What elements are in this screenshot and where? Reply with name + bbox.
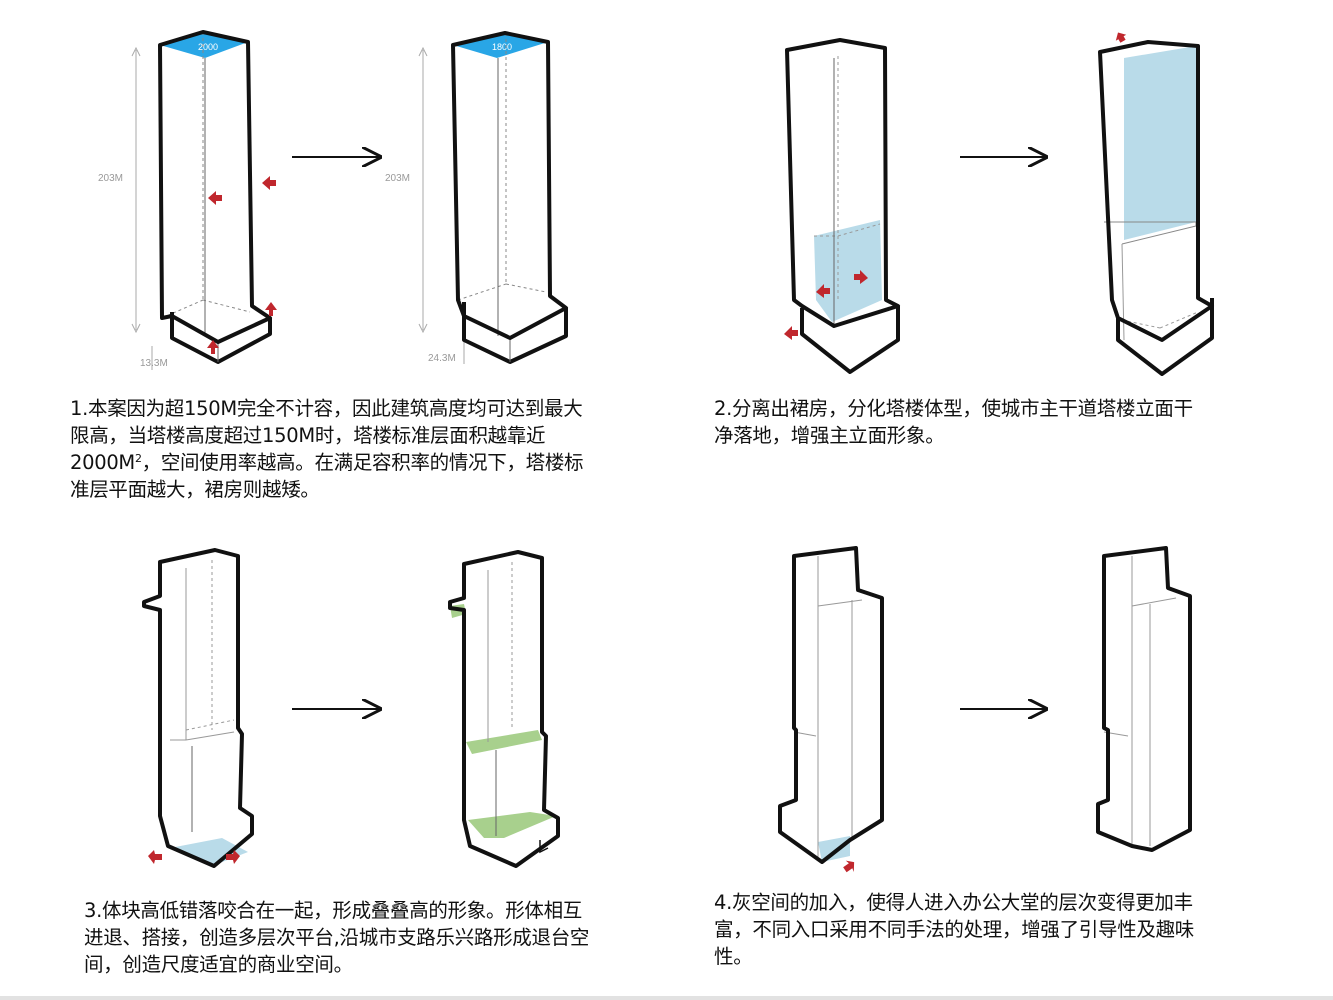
tower-inner-edges <box>1103 556 1177 846</box>
arrow-icon <box>843 860 855 873</box>
panel4-tower-before <box>778 546 884 873</box>
caption-1-line-1: 1.本案因为超150M完全不计容，因此建筑高度均可达到最大 <box>70 397 583 420</box>
caption-1-line-3a: 2000M <box>70 451 135 474</box>
caption-3-line-2: 进退、搭接，创造多层次平台,沿城市支路乐兴路形成退台空 <box>84 926 590 949</box>
arrow-icon <box>784 270 868 340</box>
caption-2-line-1: 2.分离出裙房，分化塔楼体型，使城市主干道塔楼立面干 <box>714 397 1193 420</box>
arrow-icon <box>1115 32 1127 43</box>
tower-outline <box>451 31 568 340</box>
tower-outline <box>142 548 254 868</box>
tower-front-edge <box>1121 243 1125 341</box>
tower-hidden-edges <box>161 32 251 319</box>
tower-height-label: 203M <box>385 173 410 184</box>
tower-outline <box>158 30 272 344</box>
caption-1-line-2: 限高，当塔楼高度超过150M时，塔楼标准层面积越靠近 <box>70 424 546 447</box>
bottom-divider <box>0 996 1333 1000</box>
podium-terrace <box>468 812 556 838</box>
height-dimension-line <box>418 46 465 364</box>
panel2-tower-before <box>784 38 900 374</box>
caption-4-line-1: 4.灰空间的加入，使得人进入办公大堂的层次变得更加丰 <box>714 891 1193 914</box>
caption-1-line-4: 准层平面越大，裙房则越矮。 <box>70 478 320 501</box>
roof-area-label: 1800 <box>492 42 512 52</box>
roof-area <box>453 33 548 58</box>
podium-outline <box>170 312 272 364</box>
podium-glass <box>814 220 882 322</box>
arrow-icon <box>207 176 277 354</box>
tower-outline <box>1098 40 1214 342</box>
caption-4-line-2: 富，不同入口采用不同手法的处理，增强了引导性及趣味 <box>714 918 1195 941</box>
panel4-tower-after <box>1096 546 1192 852</box>
caption-1-line-3b: ，空间使用率越高。在满足容积率的情况下，塔楼标 <box>141 451 584 474</box>
caption-3-line-1: 3.体块高低错落咬合在一起，形成叠叠高的形象。形体相互 <box>84 899 583 922</box>
arrow-icon <box>148 850 240 864</box>
caption-2: 2.分离出裙房，分化塔楼体型，使城市主干道塔楼立面干 净落地，增强主立面形象。 <box>714 395 1193 449</box>
height-dimension-line <box>131 46 153 370</box>
caption-1-superscript: 2 <box>134 452 142 465</box>
podium-height-label: 24.3M <box>428 353 456 364</box>
mid-terrace <box>466 730 542 754</box>
caption-3: 3.体块高低错落咬合在一起，形成叠叠高的形象。形体相互 进退、搭接，创造多层次平… <box>84 897 589 978</box>
tower-outline <box>448 550 560 868</box>
tower-outline <box>1096 546 1192 852</box>
tower-inner-edges <box>487 570 497 836</box>
tower-inner-edges <box>170 568 235 832</box>
caption-1: 1.本案因为超150M完全不计容，因此建筑高度均可达到最大 限高，当塔楼高度超过… <box>70 395 584 503</box>
tower-glass <box>1124 46 1196 240</box>
panel3-tower-after <box>448 550 560 868</box>
panel1-tower-before: 203M 13.3M 2000 <box>98 30 277 370</box>
panel2-tower-after <box>1098 32 1214 376</box>
tower-hidden-edges <box>457 33 547 301</box>
grey-space-glass <box>818 836 850 862</box>
tower-inner-edges <box>793 556 863 860</box>
podium-outline <box>1116 298 1214 376</box>
tower-height-label: 203M <box>98 173 123 184</box>
podium-outline <box>800 306 900 374</box>
caption-4-line-3: 性。 <box>714 945 753 968</box>
tower-hidden-edges <box>185 560 235 731</box>
podium-outline <box>462 302 568 364</box>
entry-step <box>539 840 549 854</box>
caption-4: 4.灰空间的加入，使得人进入办公大堂的层次变得更加丰 富，不同入口采用不同手法的… <box>714 889 1194 970</box>
panel1-tower-after: 203M 24.3M 1800 <box>385 31 568 364</box>
roof-area-label: 2000 <box>198 42 218 52</box>
caption-2-line-2: 净落地，增强主立面形象。 <box>714 424 945 447</box>
panel3-tower-before <box>142 548 254 868</box>
caption-3-line-3: 间，创造尺度适宜的商业空间。 <box>84 953 353 976</box>
tower-outline <box>778 546 884 864</box>
podium-height-label: 13.3M <box>140 358 168 369</box>
tower-outline <box>785 38 900 328</box>
